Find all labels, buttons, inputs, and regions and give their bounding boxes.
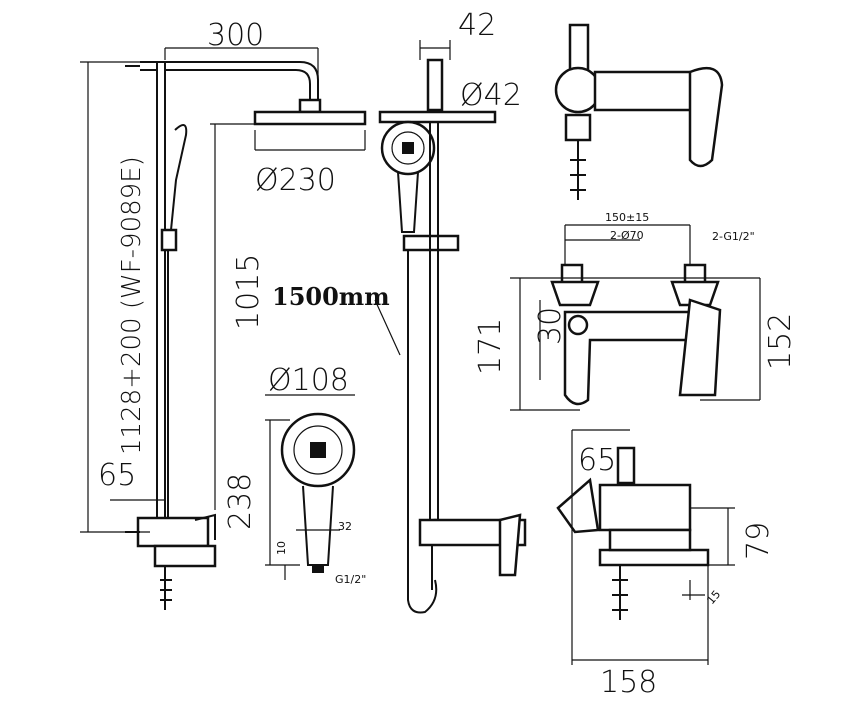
escutcheons-label: 2-Ø70 xyxy=(610,229,644,242)
pipe-diameter-label: Ø42 xyxy=(460,78,522,113)
mixer-height-label: 171 xyxy=(473,318,508,375)
arm-length-label: 300 xyxy=(207,18,264,53)
total-height-label: 1128+200 (WF-9089E) xyxy=(117,156,147,455)
mixer-depth-label: 158 xyxy=(600,665,657,700)
spout-angle-label: 15 xyxy=(704,588,723,607)
handshower-thread-label: G1/2" xyxy=(335,573,366,586)
handle-width-label: 32 xyxy=(338,520,352,533)
head-diameter-label: Ø230 xyxy=(255,163,336,198)
dimension-lines-left xyxy=(80,47,366,533)
hose-leader-line xyxy=(374,299,401,356)
side-offset-label: 65 xyxy=(578,443,616,478)
shower-column-side-view xyxy=(125,61,367,610)
mixer-front-view xyxy=(510,224,761,411)
top-width-label: 42 xyxy=(458,8,496,43)
spout-height-label: 79 xyxy=(741,522,776,560)
hose-length-label: 1500mm xyxy=(272,282,390,311)
shower-column-front-view xyxy=(378,40,527,614)
handshower-length-label: 238 xyxy=(223,473,258,530)
centers-label: 150±15 xyxy=(605,211,649,224)
rail-height-label: 1015 xyxy=(231,254,266,330)
hand-shower-detail xyxy=(265,394,356,580)
thread-length-label: 10 xyxy=(275,541,288,555)
mixer-top-view xyxy=(554,23,724,200)
mixer-side-view xyxy=(556,429,735,665)
offset-label: 65 xyxy=(98,458,136,493)
handshower-diameter-label: Ø108 xyxy=(268,363,349,398)
inlet-threads-label: 2-G1/2" xyxy=(712,230,755,243)
inlet-offset-label: 30 xyxy=(533,307,568,345)
mixer-body-height-label: 152 xyxy=(763,313,798,370)
